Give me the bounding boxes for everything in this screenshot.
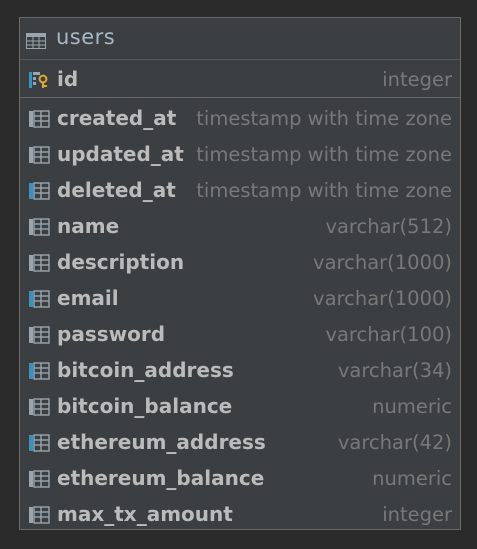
column-row-bitcoin-balance[interactable]: bitcoin_balance numeric <box>20 389 460 425</box>
column-type: timestamp with time zone <box>196 179 452 202</box>
column-name: ethereum_balance <box>57 466 265 490</box>
column-name: name <box>57 214 120 238</box>
column-name: email <box>57 286 119 310</box>
column-type: timestamp with time zone <box>196 143 452 166</box>
column-name: bitcoin_address <box>57 358 234 382</box>
column-name: updated_at <box>57 142 184 166</box>
column-icon <box>29 506 50 524</box>
column-row-ethereum-address[interactable]: ethereum_address varchar(42) <box>20 425 460 461</box>
column-row-bitcoin-address[interactable]: bitcoin_address varchar(34) <box>20 353 460 389</box>
indexed-column-icon <box>29 290 50 308</box>
column-icon <box>29 110 50 128</box>
column-row-email[interactable]: email varchar(1000) <box>20 281 460 317</box>
table-name: users <box>56 25 116 49</box>
column-row-max-tx-amount[interactable]: max_tx_amount integer <box>20 497 460 533</box>
column-name: bitcoin_balance <box>57 394 233 418</box>
column-row-deleted-at[interactable]: deleted_at timestamp with time zone <box>20 173 460 209</box>
primary-key-row[interactable]: id integer <box>20 64 460 98</box>
users-table[interactable]: users id integer created_at timestamp wit… <box>19 17 461 530</box>
column-name: ethereum_address <box>57 430 266 454</box>
column-type: integer <box>382 503 452 526</box>
column-icon <box>29 470 50 488</box>
column-type: integer <box>382 68 452 91</box>
column-name: description <box>57 250 185 274</box>
column-row-description[interactable]: description varchar(1000) <box>20 245 460 281</box>
column-row-password[interactable]: password varchar(100) <box>20 317 460 353</box>
column-type: varchar(512) <box>325 215 452 238</box>
column-icon <box>29 254 50 272</box>
indexed-column-icon <box>29 182 50 200</box>
column-row-ethereum-balance[interactable]: ethereum_balance numeric <box>20 461 460 497</box>
indexed-column-icon <box>29 362 50 380</box>
column-name: created_at <box>57 106 177 130</box>
column-icon <box>29 146 50 164</box>
primary-key-column-icon <box>29 72 48 88</box>
column-name: deleted_at <box>57 178 176 202</box>
column-row-updated-at[interactable]: updated_at timestamp with time zone <box>20 137 460 173</box>
column-icon <box>29 398 50 416</box>
column-type: varchar(1000) <box>313 287 452 310</box>
column-type: varchar(42) <box>337 431 452 454</box>
column-type: varchar(100) <box>325 323 452 346</box>
column-type: timestamp with time zone <box>196 107 452 130</box>
column-name: max_tx_amount <box>57 502 233 526</box>
column-name: id <box>57 67 79 91</box>
column-type: numeric <box>372 395 452 418</box>
table-icon <box>26 33 46 49</box>
column-type: varchar(34) <box>337 359 452 382</box>
indexed-column-icon <box>29 434 50 452</box>
column-type: varchar(1000) <box>313 251 452 274</box>
column-icon <box>29 218 50 236</box>
column-row-name[interactable]: name varchar(512) <box>20 209 460 245</box>
column-type: numeric <box>372 467 452 490</box>
column-row-created-at[interactable]: created_at timestamp with time zone <box>20 101 460 137</box>
table-header[interactable]: users <box>20 18 460 60</box>
column-icon <box>29 326 50 344</box>
column-name: password <box>57 322 166 346</box>
